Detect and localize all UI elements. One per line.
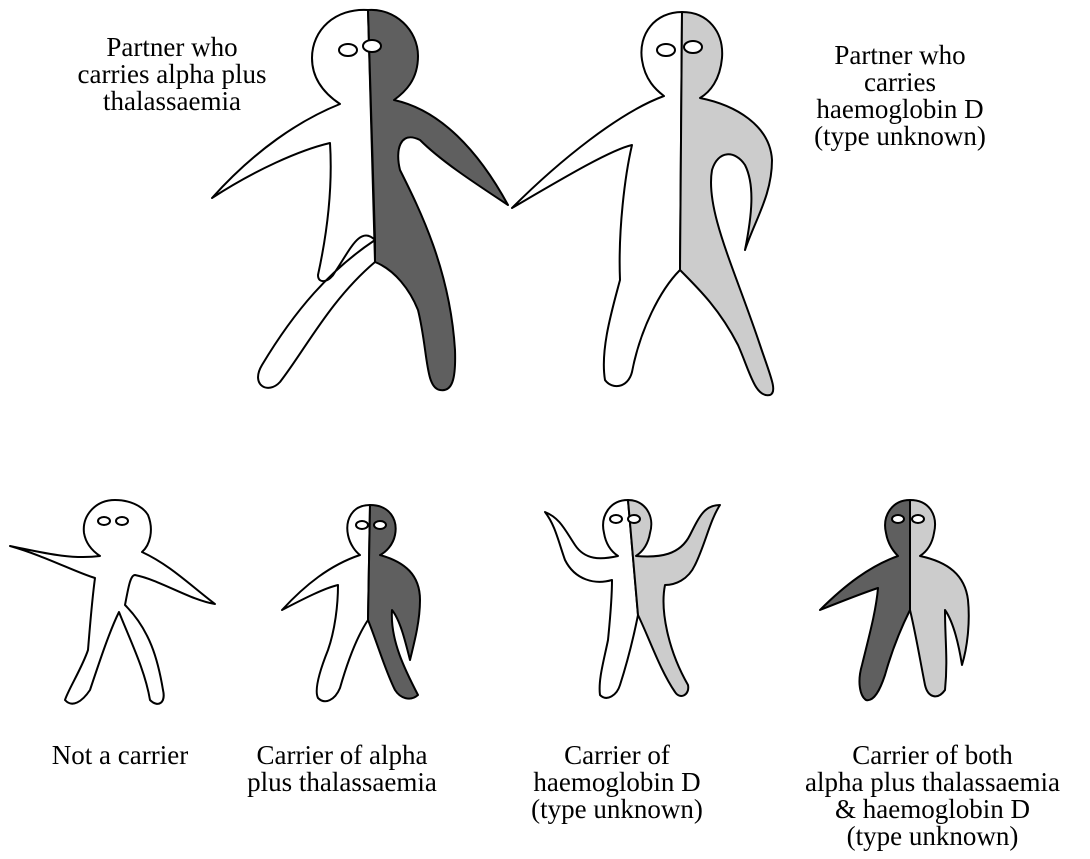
- eye-icon: [610, 515, 622, 523]
- eye-icon: [628, 515, 640, 523]
- child-both-carrier-label: Carrier of both alpha plus thalassaemia …: [780, 742, 1085, 850]
- eye-icon: [356, 521, 368, 529]
- eye-icon: [684, 41, 702, 53]
- child-not-carrier-label: Not a carrier: [20, 742, 220, 769]
- label-line: carries: [790, 69, 1010, 96]
- child-hbd-carrier-figure: [545, 500, 720, 698]
- child-alpha-carrier-label: Carrier of alpha plus thalassaemia: [222, 742, 462, 796]
- parent-right-label: Partner who carries haemoglobin D (type …: [790, 42, 1010, 150]
- child-not-carrier-figure: [10, 500, 215, 704]
- label-line: (type unknown): [507, 796, 727, 823]
- eye-icon: [339, 44, 357, 56]
- label-line: (type unknown): [790, 123, 1010, 150]
- child-alpha-carrier-figure: [282, 505, 420, 701]
- label-line: alpha plus thalassaemia: [780, 769, 1085, 796]
- eye-icon: [892, 515, 904, 523]
- label-line: haemoglobin D: [507, 769, 727, 796]
- label-line: Not a carrier: [20, 742, 220, 769]
- parent-right-figure: [512, 12, 773, 395]
- label-line: (type unknown): [780, 823, 1085, 850]
- parent-left-label: Partner who carries alpha plus thalassae…: [52, 34, 292, 115]
- label-line: & haemoglobin D: [780, 796, 1085, 823]
- label-line: Carrier of alpha: [222, 742, 462, 769]
- label-line: haemoglobin D: [790, 96, 1010, 123]
- eye-icon: [116, 517, 128, 525]
- eye-icon: [912, 515, 924, 523]
- label-line: thalassaemia: [52, 88, 292, 115]
- eye-icon: [374, 521, 386, 529]
- eye-icon: [657, 44, 675, 56]
- label-line: carries alpha plus: [52, 61, 292, 88]
- label-line: Partner who: [790, 42, 1010, 69]
- eye-icon: [98, 517, 110, 525]
- label-line: Carrier of both: [780, 742, 1085, 769]
- label-line: Carrier of: [507, 742, 727, 769]
- child-hbd-carrier-label: Carrier of haemoglobin D (type unknown): [507, 742, 727, 823]
- eye-icon: [363, 40, 381, 52]
- label-line: Partner who: [52, 34, 292, 61]
- child-both-carrier-figure: [820, 500, 969, 700]
- label-line: plus thalassaemia: [222, 769, 462, 796]
